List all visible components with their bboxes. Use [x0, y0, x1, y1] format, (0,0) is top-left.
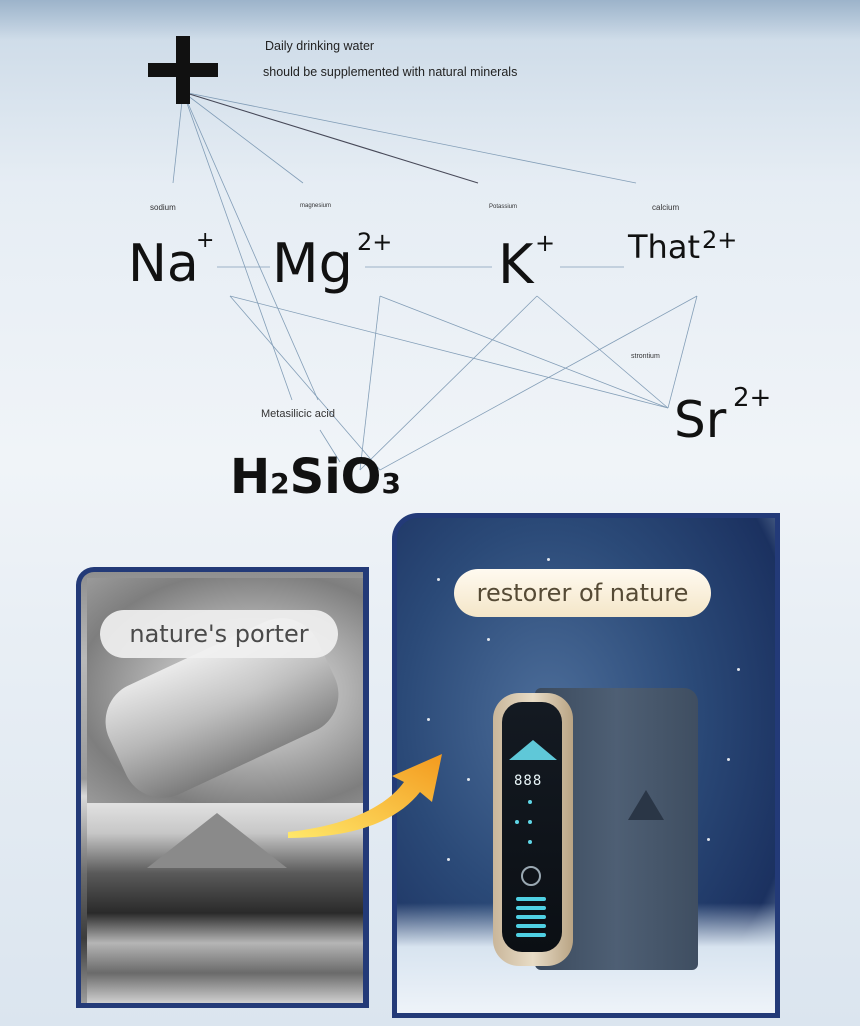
symbol-magnesium-text: Mg	[272, 232, 353, 295]
mineral-name-magnesium: magnesium	[300, 203, 332, 209]
h2sio3-sub-2: 2	[270, 467, 290, 500]
symbol-strontium-text: Sr	[674, 391, 727, 449]
level-bar	[516, 897, 546, 901]
charge-calcium: 2+	[702, 226, 738, 254]
h2sio3-sub-3: 3	[381, 467, 401, 500]
link-mg-sr	[379, 295, 669, 409]
link-na-h2sio3	[229, 295, 381, 471]
link-plus-magnesium	[182, 91, 304, 184]
snowflake	[727, 758, 730, 761]
charge-strontium: 2+	[733, 383, 772, 413]
snowflake	[467, 778, 470, 781]
snowflake	[707, 838, 710, 841]
symbol-metasilicic-acid: H2SiO3	[230, 449, 401, 505]
mineral-name-strontium: strontium	[631, 353, 660, 360]
link-plus-sodium	[172, 91, 184, 184]
link-na-sr	[229, 295, 669, 409]
charge-potassium: +	[535, 229, 556, 257]
symbol-sodium: Na +	[128, 228, 214, 294]
symbol-strontium: Sr 2+	[674, 383, 771, 449]
indicator-dot	[515, 820, 519, 824]
h2sio3-h: H	[230, 449, 271, 505]
link-plus-calcium	[182, 91, 637, 184]
level-bar	[516, 906, 546, 910]
link-k-h2sio3	[359, 295, 538, 471]
mineral-name-potassium: Potassium	[489, 204, 518, 210]
charge-sodium: +	[196, 228, 215, 253]
symbol-sodium-text: Na	[128, 234, 199, 294]
level-bar	[516, 924, 546, 928]
level-bar	[516, 915, 546, 919]
link-k-sr	[536, 295, 669, 409]
snowflake	[427, 718, 430, 721]
snowflake	[737, 668, 740, 671]
snowflake	[447, 858, 450, 861]
mountain-shape	[147, 813, 287, 868]
mountain-logo-icon	[628, 790, 664, 820]
symbol-potassium-text: K	[498, 233, 534, 296]
restorer-of-nature-label: restorer of nature	[454, 569, 711, 617]
h2sio3-sio: SiO	[289, 449, 382, 505]
intro-line-2: should be supplemented with natural mine…	[263, 65, 518, 79]
symbol-calcium: That 2+	[628, 226, 737, 266]
purifier-knob	[521, 866, 541, 886]
link-plus-metasilicic-1	[182, 91, 293, 401]
indicator-dot	[528, 800, 532, 804]
link-ca-sr	[667, 295, 698, 409]
symbol-potassium: K +	[498, 229, 555, 296]
snowflake	[547, 558, 550, 561]
symbol-calcium-text: That	[628, 228, 700, 266]
mineral-connection-lines	[172, 91, 698, 471]
link-plus-metasilicic-2	[182, 91, 319, 401]
link-label-h2sio3	[319, 429, 341, 463]
link-ca-h2sio3	[379, 295, 698, 471]
indicator-dot	[528, 840, 532, 844]
natures-porter-label: nature's porter	[100, 610, 338, 658]
link-plus-potassium	[182, 91, 479, 184]
frost-background	[0, 0, 860, 40]
curved-arrow-icon	[288, 754, 442, 838]
indicator-dot	[528, 820, 532, 824]
panel-mountain-icon	[509, 740, 557, 760]
mineral-name-sodium: sodium	[150, 203, 176, 212]
charge-magnesium: 2+	[357, 228, 393, 256]
mineral-name-metasilicic-acid: Metasilicic acid	[261, 408, 335, 420]
link-mg-h2sio3	[359, 295, 381, 471]
snowflake	[487, 638, 490, 641]
intro-line-1: Daily drinking water	[265, 39, 375, 53]
level-bar	[516, 933, 546, 937]
symbol-magnesium: Mg 2+	[272, 228, 392, 295]
mineral-name-calcium: calcium	[652, 203, 680, 212]
snowflake	[437, 578, 440, 581]
plus-icon	[148, 36, 218, 106]
purifier-display: 888	[514, 773, 543, 789]
